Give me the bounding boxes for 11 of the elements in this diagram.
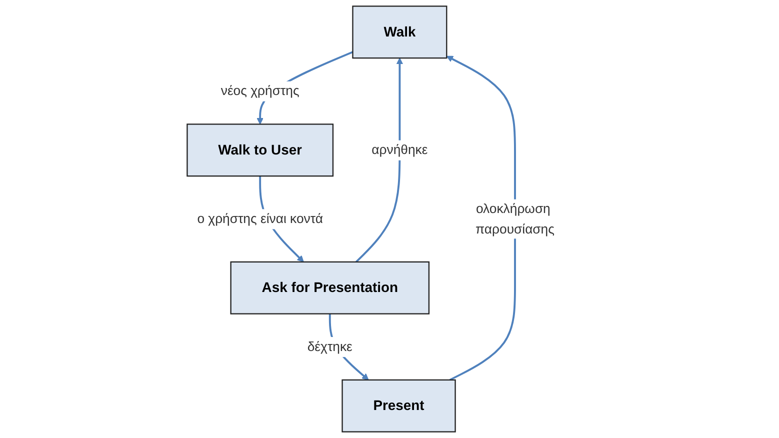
- node-box: Walk: [352, 6, 447, 59]
- node-box: Present: [341, 379, 456, 432]
- edge-label: δέχτηκε: [307, 339, 352, 354]
- arrow: [355, 58, 403, 263]
- edge-label: ο χρήστης είναι κοντά: [196, 211, 323, 226]
- edge-label: νέος χρήστης: [220, 84, 299, 98]
- node-box: Walk to User: [186, 124, 334, 177]
- node-box: Ask for Presentation: [230, 261, 430, 314]
- edge-label: ολοκλήρωση παρουσίασης: [475, 202, 554, 236]
- edge-label: αρνήθηκε: [371, 142, 428, 158]
- arrow: [446, 56, 516, 381]
